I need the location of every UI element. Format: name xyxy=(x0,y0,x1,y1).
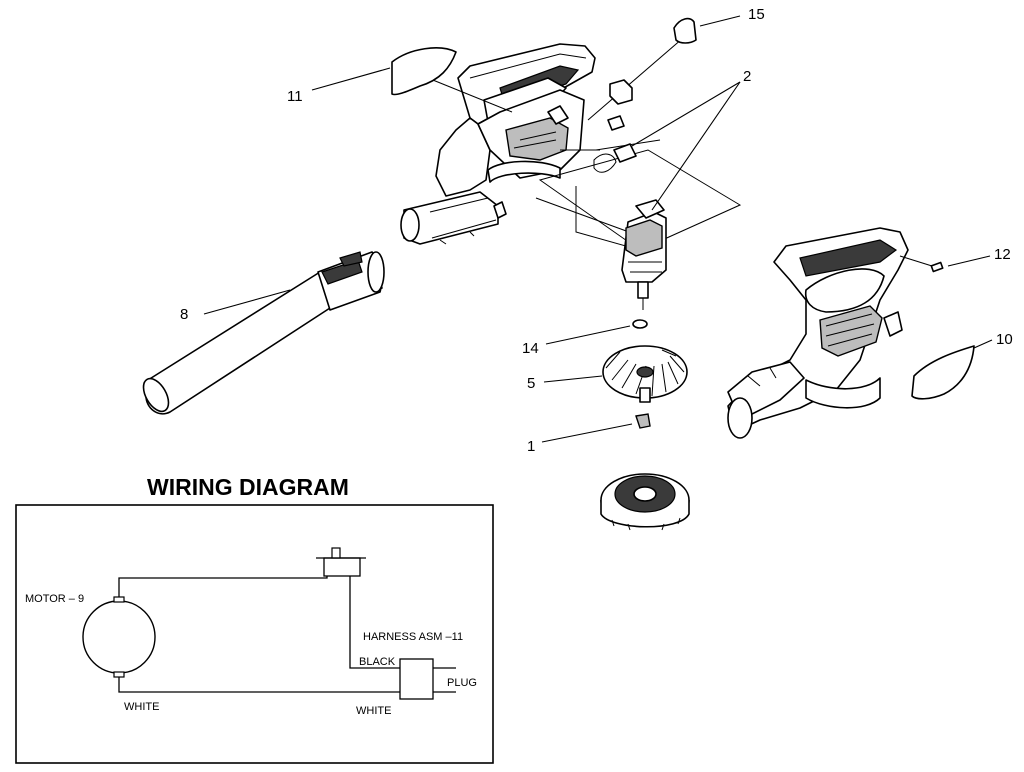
callout-1: 1 xyxy=(527,438,535,455)
plug-label: PLUG xyxy=(447,677,477,689)
plug-box xyxy=(399,658,434,700)
callout-14: 14 xyxy=(522,340,539,357)
motor xyxy=(621,199,667,310)
motor-label: MOTOR – 9 xyxy=(25,593,84,605)
callouts: 11 15 2 12 10 8 14 5 1 xyxy=(180,6,1013,455)
wire-motor-to-switch xyxy=(118,576,328,597)
callout-10: 10 xyxy=(996,331,1013,348)
fan-5 xyxy=(602,345,688,403)
white-wire-label-right: WHITE xyxy=(356,705,391,717)
motor-symbol xyxy=(82,600,156,674)
decal-15 xyxy=(673,17,697,44)
wire-white xyxy=(118,677,400,693)
harness-label: HARNESS ASM –11 xyxy=(363,631,463,643)
air-inlet-cover xyxy=(600,473,690,531)
label-plate-11 xyxy=(391,47,457,96)
black-wire-label: BLACK xyxy=(359,656,396,668)
assembled-blower xyxy=(727,227,909,439)
label-plate-10 xyxy=(911,345,975,400)
callout-5: 5 xyxy=(527,375,535,392)
wiring-diagram-title: WIRING DIAGRAM xyxy=(147,474,349,500)
washer-14 xyxy=(632,319,648,329)
callout-15: 15 xyxy=(748,6,765,23)
blower-tube-8 xyxy=(142,251,385,415)
wiring-diagram-frame xyxy=(15,504,494,764)
callout-2: 2 xyxy=(743,68,751,85)
nut-1 xyxy=(635,413,651,429)
callout-12: 12 xyxy=(994,246,1011,263)
white-wire-label-left: WHITE xyxy=(124,701,159,713)
callout-11: 11 xyxy=(287,88,303,105)
callout-8: 8 xyxy=(180,306,188,323)
screw-12 xyxy=(899,255,944,273)
switch-symbol xyxy=(316,547,366,577)
wiring-diagram: WIRING DIAGRAM MOTOR – 9 HARNESS ASM –11… xyxy=(15,474,494,764)
switch-assembly-2 xyxy=(593,79,637,173)
wire-black xyxy=(349,576,400,669)
